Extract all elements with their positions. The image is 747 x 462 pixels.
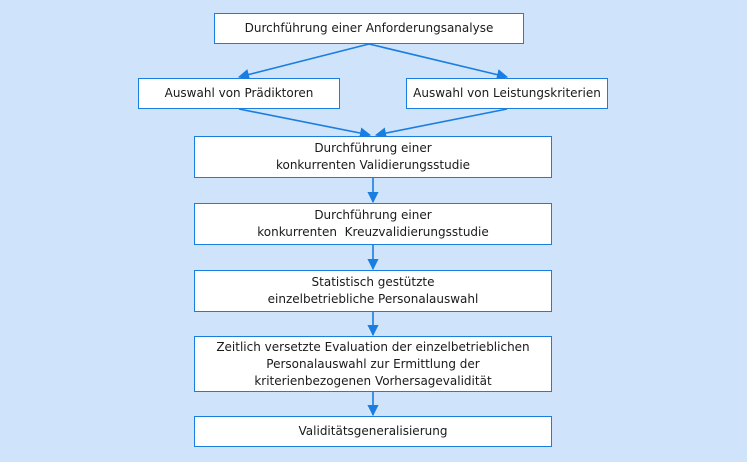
- node-label: Auswahl von Prädiktoren: [164, 86, 314, 100]
- arrow-n1-to-n2: [237, 43, 370, 80]
- node-label: Zeitlich versetzte Evaluation der einzel…: [216, 339, 530, 354]
- node-label: Durchführung einer: [314, 208, 432, 222]
- node-label: konkurrenten Kreuzvalidierungsstudie: [257, 225, 489, 239]
- node-label: Personalauswahl zur Ermittlung der: [266, 356, 480, 371]
- node-kreuzvalidierungsstudie: Durchführung einer konkurrenten Kreuzval…: [194, 203, 552, 245]
- arrow-n2-to-n4: [238, 108, 372, 139]
- node-evaluation: Zeitlich versetzte Evaluation der einzel…: [194, 336, 552, 392]
- node-label: Durchführung einer: [314, 141, 432, 155]
- arrow-n1-to-n3: [368, 43, 509, 81]
- node-anforderungsanalyse: Durchführung einer Anforderungsanalyse: [214, 13, 524, 44]
- node-auswahl-praediktoren: Auswahl von Prädiktoren: [138, 78, 340, 109]
- node-validitaetsgeneralisierung: Validitätsgeneralisierung: [194, 416, 552, 447]
- node-label: Validitätsgeneralisierung: [298, 424, 448, 438]
- node-label: Auswahl von Leistungskriterien: [413, 86, 601, 100]
- node-label: Statistisch gestützte: [311, 275, 435, 289]
- node-auswahl-leistungskriterien: Auswahl von Leistungskriterien: [406, 78, 608, 109]
- node-validierungsstudie: Durchführung einer konkurrenten Validier…: [194, 136, 552, 178]
- node-label: kriterienbezogenen Vorhersagevalidität: [254, 373, 492, 388]
- node-label: konkurrenten Validierungsstudie: [275, 158, 471, 172]
- node-label: einzelbetriebliche Personalauswahl: [267, 292, 479, 306]
- node-personalauswahl: Statistisch gestützte einzelbetriebliche…: [194, 270, 552, 312]
- node-label: Durchführung einer Anforderungsanalyse: [244, 21, 494, 35]
- arrow-n3-to-n4: [374, 108, 508, 139]
